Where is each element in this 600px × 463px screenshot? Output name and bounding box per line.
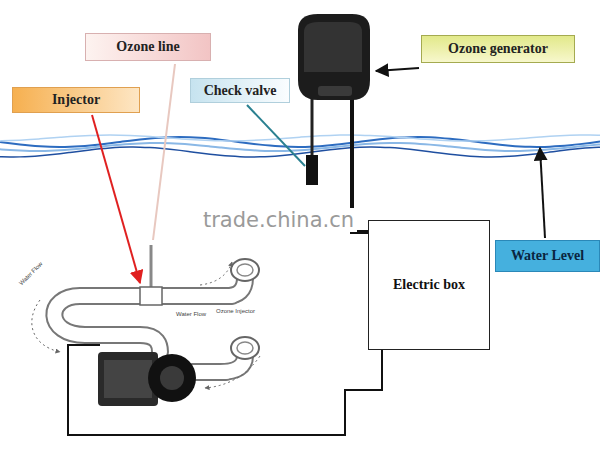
power-wire <box>68 345 382 435</box>
check-valve-leader <box>247 105 305 166</box>
flow-note: Water Flow <box>176 311 206 317</box>
flow-arrow <box>200 262 232 285</box>
ozone-generator-base <box>318 86 352 96</box>
callout-box: Ozone line <box>85 33 211 61</box>
callout-box: Water Level <box>495 240 600 272</box>
pump-head <box>160 366 184 390</box>
suction-jet <box>237 342 253 354</box>
water-wave <box>0 135 600 141</box>
part-label: Ozone Injector <box>216 308 255 314</box>
callout-box: Ozone generator <box>421 35 575 63</box>
watermark: trade.china.cn <box>200 208 357 232</box>
node-text: Water Level <box>511 248 584 264</box>
generator-leader <box>376 68 419 71</box>
electric-box: Electric box <box>368 220 490 350</box>
node-text: Injector <box>52 92 100 108</box>
injector-tee <box>140 287 162 305</box>
water-wave <box>0 137 600 147</box>
node-text: Ozone line <box>116 39 179 55</box>
node-text: Check valve <box>204 83 277 99</box>
water-level-leader <box>540 148 545 238</box>
ozone-generator-face <box>304 22 362 72</box>
return-jet <box>237 264 253 276</box>
water-wave <box>0 147 600 157</box>
callout-box: Check valve <box>190 78 290 103</box>
node-text: Ozone generator <box>448 41 548 57</box>
injector-leader <box>92 115 140 283</box>
pump-head <box>148 354 196 402</box>
flow-note: Water Flow <box>18 261 44 287</box>
ozone-generator-body <box>298 14 370 100</box>
ozone-line-tube <box>150 245 153 288</box>
pump-motor <box>104 360 152 398</box>
node-text: Electric box <box>393 277 465 293</box>
flow-arrow <box>32 300 60 352</box>
check-valve-symbol <box>306 155 318 185</box>
suction-jet <box>231 337 259 359</box>
return-jet <box>231 259 259 281</box>
water-waves <box>0 135 600 157</box>
callout-box: Injector <box>12 87 140 113</box>
ozone-line-leader <box>153 64 175 240</box>
flow-arrow <box>205 356 260 388</box>
ozone-tube <box>311 95 314 156</box>
